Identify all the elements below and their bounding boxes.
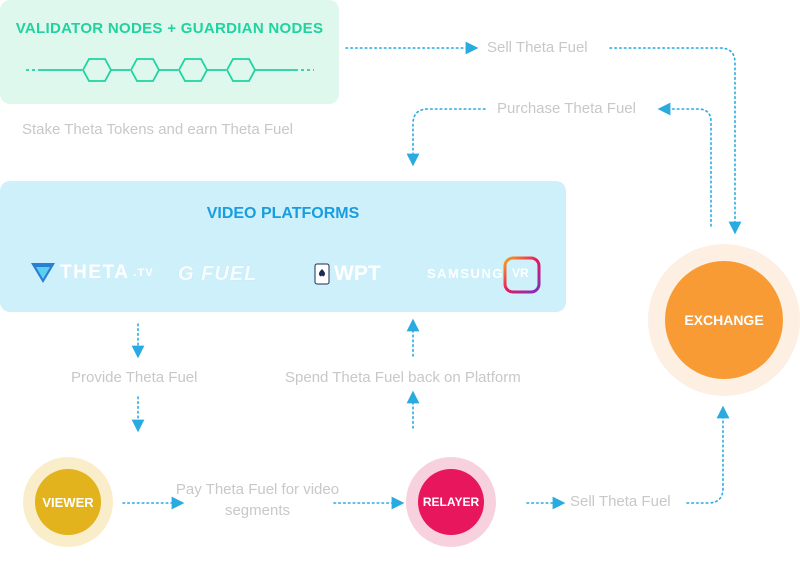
spend-theta-fuel-label: Spend Theta Fuel back on Platform <box>285 369 521 386</box>
provide-theta-fuel-label: Provide Theta Fuel <box>71 369 198 386</box>
theta-logo-suffix: .TV <box>133 267 154 279</box>
relayer-label: RELAYER <box>418 469 484 535</box>
stake-caption: Stake Theta Tokens and earn Theta Fuel <box>22 121 294 138</box>
arrow-exchange-to-purchase <box>657 102 712 227</box>
video-platforms-box <box>0 181 566 312</box>
gfuel-logo: G FUEL <box>178 263 258 285</box>
wpt-logo-text: WPT <box>334 262 381 285</box>
pay-theta-fuel-label: Pay Theta Fuel for video segments <box>175 481 340 519</box>
playing-card-icon <box>314 263 330 285</box>
sell-theta-fuel-bottom-label: Sell Theta Fuel <box>570 493 671 510</box>
viewer-label: VIEWER <box>35 469 101 535</box>
purchase-theta-fuel-label: Purchase Theta Fuel <box>497 100 636 117</box>
node-chain-icon <box>26 58 314 82</box>
samsung-logo-text: SAMSUNG <box>427 266 504 281</box>
validator-nodes-box <box>0 0 339 104</box>
samsung-vr-badge <box>503 256 541 294</box>
relayer-node: RELAYER <box>406 457 496 547</box>
video-platforms-title: VIDEO PLATFORMS <box>206 205 360 222</box>
arrow-sell-to-exchange-bottom <box>686 405 730 504</box>
vr-badge-text: VR <box>512 266 529 280</box>
validator-nodes-title: VALIDATOR NODES + GUARDIAN NODES <box>15 20 324 37</box>
exchange-label: EXCHANGE <box>665 261 783 379</box>
theta-logo-text: THETA <box>60 262 130 283</box>
arrow-sell-to-exchange <box>609 47 742 235</box>
viewer-node: VIEWER <box>23 457 113 547</box>
wpt-logo: WPT <box>314 262 381 286</box>
theta-tv-logo: THETA .TV <box>30 262 154 284</box>
exchange-node: EXCHANGE <box>648 244 800 396</box>
arrow-purchase-to-platforms <box>406 108 486 167</box>
sell-theta-fuel-top-label: Sell Theta Fuel <box>487 39 588 56</box>
theta-v-icon <box>31 263 55 283</box>
